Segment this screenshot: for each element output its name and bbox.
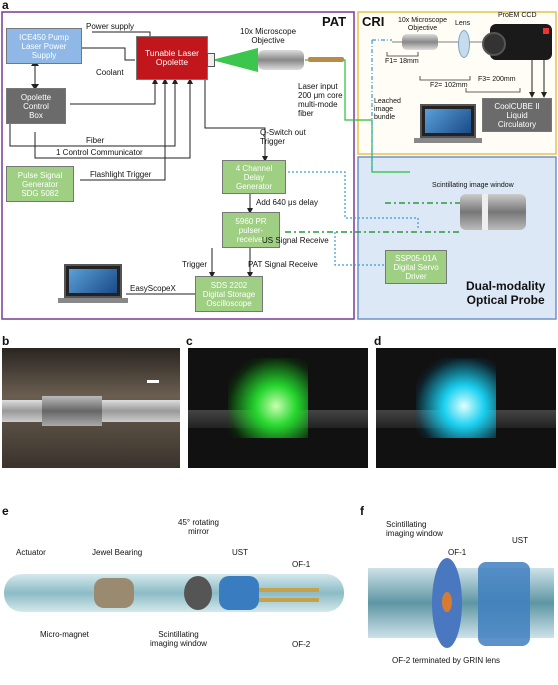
panel-label-f: f — [360, 504, 364, 518]
scint-window-label: Scintillating image window — [432, 182, 514, 189]
pulser-line3: receiver — [236, 234, 266, 244]
ccd-camera-icon — [482, 24, 552, 60]
ssp-line1: SSP05-01A — [395, 253, 437, 263]
photo-probe-c — [188, 348, 368, 468]
pat-region-label: PAT — [322, 14, 347, 29]
ice450-line2: Laser Power — [21, 41, 67, 51]
photo-probe-b — [2, 348, 180, 468]
probe-label-line1: Dual-modality — [466, 279, 546, 293]
micro-magnet-label: Micro-magnet — [40, 630, 89, 639]
delay-gen-line1: 4 Channel — [235, 163, 273, 173]
of2-label-f: OF-2 terminated by GRIN lens — [392, 656, 501, 665]
flashlight-label: Flashlight Trigger — [90, 170, 152, 179]
actuator-label: Actuator — [16, 548, 46, 557]
tunable-line2: Opolette — [155, 57, 189, 67]
probe-label-line2: Optical Probe — [466, 293, 545, 307]
tunable-line1: Tunable Laser — [144, 48, 200, 58]
jewel-bearing-label: Jewel Bearing — [92, 548, 143, 557]
cri-laptop-base — [414, 138, 482, 143]
cri-laptop-icon — [420, 104, 476, 138]
probe-icon — [460, 194, 526, 230]
sds-line1: SDS 2202 — [210, 280, 248, 290]
opolette-ctrl-line1: Opolette — [20, 92, 52, 102]
laptop-base — [58, 298, 128, 303]
panel-label-d: d — [374, 334, 382, 348]
laser-beam — [212, 48, 258, 72]
ust-label-e: UST — [232, 548, 248, 557]
pulser-line1: 5960 PR — [235, 216, 267, 226]
ice450-line3: Supply — [31, 50, 57, 60]
pulse-gen-line1: Pulse Signal — [17, 170, 63, 180]
f1-label: F1= 18mm — [385, 58, 419, 65]
proem-label: ProEM CCD — [498, 12, 537, 19]
coolcube-line1: CoolCUBE II — [494, 101, 540, 111]
pulse-gen-line2: Generator — [21, 179, 58, 189]
pat-signal-label: PAT Signal Receive — [248, 260, 318, 269]
delay-gen-line2: Delay — [243, 172, 265, 182]
opolette-ctrl-line3: Box — [29, 110, 43, 120]
panel-label-a: a — [2, 0, 9, 12]
cri-region-label: CRI — [362, 14, 385, 29]
photo-probe-d — [376, 348, 556, 468]
sds-line2: Digital Storage — [202, 289, 256, 299]
of2-label-e: OF-2 — [292, 640, 311, 649]
opolette-ctrl-line2: Control — [23, 101, 49, 111]
f3-label: F3= 200mm — [478, 76, 516, 83]
pat-region-border — [1, 11, 355, 320]
lens-label: Lens — [455, 20, 471, 27]
fiber-label: Fiber — [86, 136, 105, 145]
pat-objective-icon — [258, 50, 304, 70]
power-supply-label: Power supply — [86, 22, 135, 31]
coolcube-line2: Liquid — [506, 110, 528, 120]
probe-render-f — [368, 520, 554, 680]
pulse-gen-line3: SDG 5082 — [21, 188, 59, 198]
panel-label-b: b — [2, 334, 10, 348]
laptop-icon — [64, 264, 122, 298]
scale-bar — [147, 380, 159, 383]
panel-label-e: e — [2, 504, 9, 518]
probe-region-label: Dual-modality Optical Probe — [466, 279, 545, 307]
ice450-line1: ICE450 Pump — [19, 32, 69, 42]
probe-region-border — [357, 156, 557, 320]
probe-render-e — [4, 520, 352, 680]
f2-label: F2= 102mm — [430, 82, 468, 89]
control-comm-label: 1 Control Communicator — [56, 148, 143, 157]
fiber-input-icon — [308, 57, 344, 62]
trigger-label: Trigger — [182, 260, 208, 269]
coolant-label: Coolant — [96, 68, 124, 77]
of1-label-e: OF-1 — [292, 560, 311, 569]
ssp-line3: Driver — [405, 271, 427, 281]
us-signal-label: US Signal Receive — [262, 236, 329, 245]
lens-icon — [458, 30, 470, 58]
ssp-line2: Digital Servo — [393, 262, 439, 272]
coolcube-line3: Circulatory — [497, 119, 537, 129]
of1-label-f: OF-1 — [448, 548, 467, 557]
laser-output-port — [207, 53, 215, 67]
panel-label-c: c — [186, 334, 193, 348]
delay-gen-line3: Generator — [235, 181, 272, 191]
ust-label-f: UST — [512, 536, 528, 545]
easyscope-label: EasyScopeX — [130, 284, 176, 293]
cri-objective-icon — [402, 34, 438, 50]
pulser-line2: pulser- — [238, 225, 264, 235]
add-delay-label: Add 640 μs delay — [256, 198, 318, 207]
sds-line3: Oscilloscope — [206, 298, 252, 308]
